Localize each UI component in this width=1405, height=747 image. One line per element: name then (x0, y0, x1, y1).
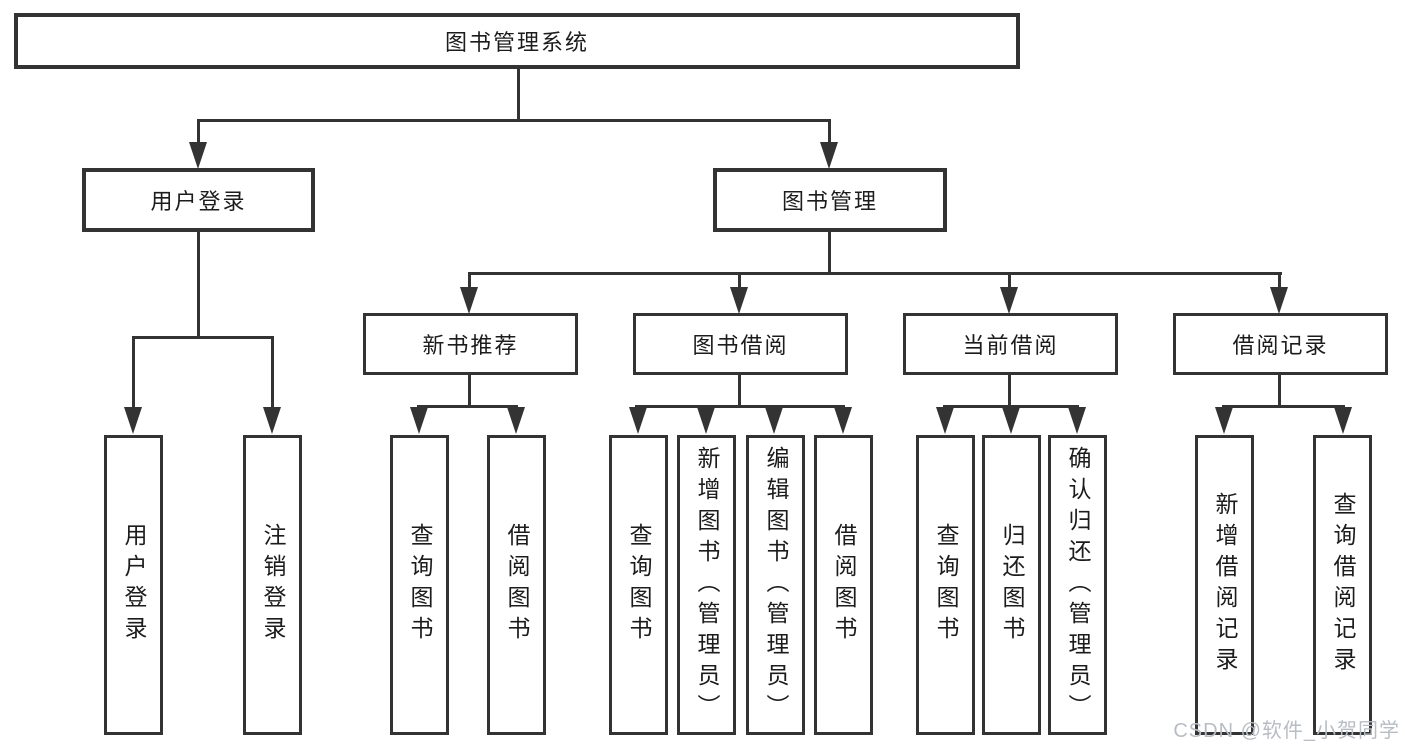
node-label: 借阅记录 (1232, 333, 1329, 358)
connector-line (468, 272, 1282, 275)
connector-line (635, 405, 845, 408)
node-new-book-recommend: 新书推荐 (363, 313, 578, 375)
leaf-logout: 注销登录 (243, 435, 302, 735)
node-label: 查询图书 (407, 523, 433, 647)
connector-line (468, 375, 471, 407)
node-label: 借阅图书 (504, 523, 530, 647)
node-label: 新增借阅记录 (1212, 492, 1238, 678)
arrowhead-icon (189, 142, 207, 169)
leaf-current-return-books: 归还图书 (982, 435, 1041, 735)
leaf-recommend-query-books: 查询图书 (390, 435, 449, 735)
node-label: 查询图书 (933, 523, 959, 647)
arrowhead-icon (765, 407, 783, 434)
leaf-borrow-borrow-books: 借阅图书 (814, 435, 873, 735)
connector-line (1008, 375, 1011, 407)
leaf-recommend-borrow-books: 借阅图书 (487, 435, 546, 735)
arrowhead-icon (410, 407, 428, 434)
connector-line (1278, 272, 1281, 290)
arrowhead-icon (936, 407, 954, 434)
node-label: 归还图书 (999, 523, 1025, 647)
connector-line (271, 336, 274, 409)
node-label: 用户登录 (150, 189, 247, 214)
arrowhead-icon (1334, 407, 1352, 434)
leaf-borrow-add-books-admin: 新增图书（管理员） (677, 435, 736, 735)
connector-line (828, 119, 831, 146)
node-label: 借阅图书 (831, 523, 857, 647)
node-label: 图书借阅 (692, 333, 789, 358)
connector-line (943, 405, 1079, 408)
connector-line (132, 336, 274, 339)
leaf-records-add-borrow-record: 新增借阅记录 (1195, 435, 1254, 735)
arrowhead-icon (834, 407, 852, 434)
connector-line (132, 336, 135, 409)
node-user-login: 用户登录 (82, 168, 315, 232)
arrowhead-icon (697, 407, 715, 434)
connector-line (197, 119, 831, 122)
arrowhead-icon (629, 407, 647, 434)
connector-line (417, 405, 518, 408)
node-borrow-records: 借阅记录 (1173, 313, 1388, 375)
node-label: 图书管理系统 (444, 30, 589, 55)
node-label: 当前借阅 (962, 333, 1059, 358)
arrowhead-icon (1000, 287, 1018, 314)
connector-line (1278, 375, 1281, 407)
node-label: 查询借阅记录 (1330, 492, 1356, 678)
node-label: 注销登录 (260, 523, 286, 647)
node-book-borrow: 图书借阅 (633, 313, 848, 375)
node-label: 查询图书 (626, 523, 652, 647)
arrowhead-icon (1270, 287, 1288, 314)
arrowhead-icon (730, 287, 748, 314)
arrowhead-icon (263, 407, 281, 434)
leaf-records-query-borrow-record: 查询借阅记录 (1313, 435, 1372, 735)
connector-line (197, 232, 200, 338)
csdn-watermark: CSDN @软件_小贺同学 (1173, 720, 1400, 742)
connector-line (517, 69, 520, 121)
arrowhead-icon (820, 142, 838, 169)
connector-line (468, 272, 471, 290)
node-book-management: 图书管理 (713, 168, 947, 232)
node-label: 用户登录 (121, 523, 147, 647)
connector-line (197, 119, 200, 146)
node-label: 编辑图书（管理员） (763, 445, 789, 725)
connector-line (1008, 272, 1011, 290)
leaf-current-query-books: 查询图书 (916, 435, 975, 735)
leaf-current-confirm-return-admin: 确认归还（管理员） (1048, 435, 1107, 735)
node-current-borrow: 当前借阅 (903, 313, 1118, 375)
arrowhead-icon (1002, 407, 1020, 434)
node-label: 新书推荐 (422, 333, 519, 358)
connector-line (738, 375, 741, 407)
connector-line (828, 232, 831, 274)
connector-line (1222, 405, 1345, 408)
leaf-borrow-edit-books-admin: 编辑图书（管理员） (746, 435, 805, 735)
leaf-user-login: 用户登录 (104, 435, 163, 735)
node-label: 图书管理 (781, 189, 878, 214)
arrowhead-icon (1068, 407, 1086, 434)
arrowhead-icon (124, 407, 142, 434)
arrowhead-icon (460, 287, 478, 314)
node-label: 确认归还（管理员） (1065, 445, 1091, 725)
connector-line (738, 272, 741, 290)
arrowhead-icon (1215, 407, 1233, 434)
node-library-management-system: 图书管理系统 (14, 13, 1020, 69)
leaf-borrow-query-books: 查询图书 (609, 435, 668, 735)
node-label: 新增图书（管理员） (694, 445, 720, 725)
arrowhead-icon (507, 407, 525, 434)
